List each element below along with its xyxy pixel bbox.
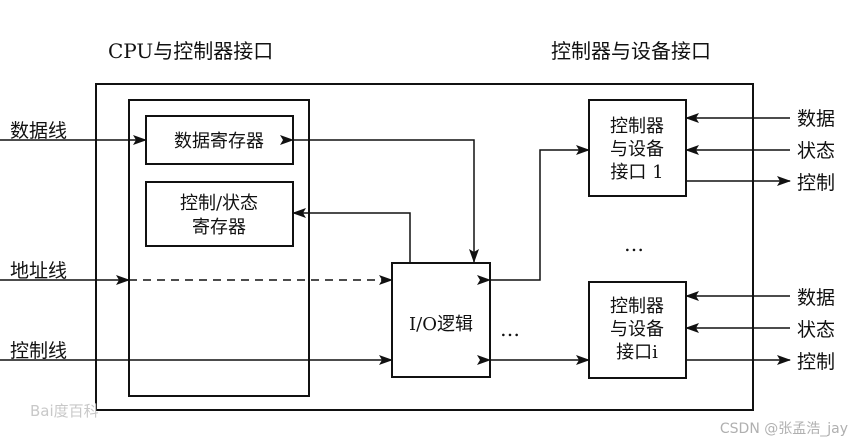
device-1-data-label: 数据 — [797, 108, 835, 130]
device-i-status-label: 状态 — [797, 319, 835, 341]
csdn-watermark: CSDN @张孟浩_jay — [720, 421, 848, 437]
baike-watermark: Bai度百科 — [30, 402, 99, 420]
io-to-device-1-link — [477, 145, 590, 285]
control-line-label: 控制线 — [10, 340, 67, 362]
devices-ellipsis: … — [624, 232, 644, 256]
data-line-label: 数据线 — [10, 120, 67, 142]
device-interface-i-line3: 接口i — [616, 342, 658, 363]
device-interface-i-line1: 控制器 — [610, 296, 664, 317]
controller-frame — [95, 83, 754, 411]
device-1-status-label: 状态 — [797, 140, 835, 162]
device-interface-1-line1: 控制器 — [610, 116, 664, 137]
device-interface-header: 控制器与设备接口 — [551, 39, 711, 63]
device-interface-1-line2: 与设备 — [610, 139, 664, 160]
cpu-interface-header: CPU与控制器接口 — [108, 39, 273, 63]
io-to-status-register-link — [292, 208, 411, 263]
device-1-control-label: 控制 — [797, 172, 835, 194]
io-ellipsis: … — [500, 317, 520, 341]
io-logic-box — [391, 262, 491, 378]
data-register-label: 数据寄存器 — [174, 131, 264, 152]
address-line-label: 地址线 — [10, 260, 67, 282]
device-i-control-label: 控制 — [797, 351, 835, 373]
device-i-data-label: 数据 — [797, 287, 835, 309]
control-status-register-label-1: 控制/状态 — [180, 193, 258, 214]
device-interface-i-line2: 与设备 — [610, 319, 664, 340]
control-status-register-label-2: 寄存器 — [192, 217, 246, 238]
data-register-io-link — [280, 135, 479, 263]
device-interface-1-line3: 接口 1 — [610, 162, 663, 183]
io-logic-label: I/O逻辑 — [409, 314, 473, 335]
